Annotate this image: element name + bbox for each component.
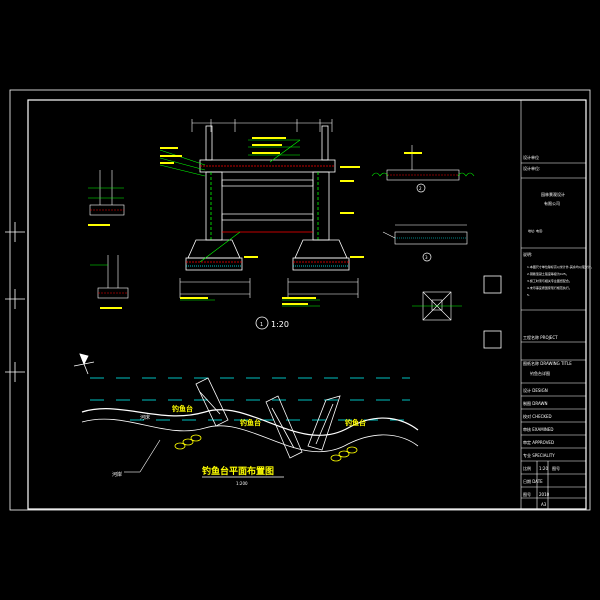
tb-row-1: 设计 DESIGN: [523, 387, 548, 393]
right-detail-plank-label: [404, 152, 422, 154]
shrub-cluster-right: [330, 446, 358, 462]
right-detail-beam: [382, 224, 468, 245]
river-label: 河床: [140, 414, 150, 421]
tb-row-2: 制图 DRAWN: [523, 400, 547, 406]
plan-scale: 1:200: [236, 481, 248, 486]
margin-crosshair-marks: [5, 222, 25, 382]
tb-notes-line-2: 2.钢筋混凝土强度等级为C25。: [527, 271, 569, 276]
left-detail-lower-label: [100, 307, 122, 309]
tb-header-2: 设计单位:: [523, 165, 540, 171]
right-detail-small-boxes: [483, 275, 502, 349]
shoreline-inner-curve: [81, 418, 419, 453]
tb-notes-line-3: 3.施工时须与相关专业图纸配合。: [527, 278, 572, 283]
fishing-platform-3: [307, 395, 341, 451]
north-arrow-icon: [73, 353, 95, 375]
sheet-frame: [9, 89, 591, 511]
section-scale-text: 1:20: [271, 320, 289, 329]
right-detail-column: [412, 291, 462, 321]
title-block-text: 设计单位 设计单位: 园林景观设计 有限公司 地址: 电话: 说明: 1.本图尺…: [523, 154, 594, 507]
plan-title: 钓鱼台平面布置图: [202, 465, 274, 477]
tb-row-9-value: A3: [541, 502, 547, 507]
fishing-platform-1: [195, 377, 229, 427]
tb-header-1: 设计单位: [523, 154, 539, 160]
section-marker-2-text: 2: [419, 186, 422, 191]
tb-drawing-title: 钓鱼台详图: [530, 370, 550, 376]
annotation-blocks-yellow: [160, 137, 364, 305]
tb-row-6: 专业 SPECIALITY: [523, 452, 555, 458]
fishing-platform-2: [265, 395, 303, 459]
tb-row-4: 审核 EXAMINED: [523, 426, 554, 432]
section-marker-1: 1 1:20: [255, 316, 289, 330]
tb-row-3: 校对 CHECKED: [523, 413, 552, 419]
shoreline-curve: [81, 408, 419, 436]
plan-view: 钓鱼台 钓鱼台 钓鱼台 河床 河岸 钓鱼台平面布置图 1:200: [73, 353, 419, 486]
platform-label-1: 钓鱼台: [171, 404, 193, 413]
section-marker-2: 2: [416, 183, 426, 193]
tb-notes-line-5: 5.: [527, 293, 530, 297]
tb-row-7-right: 图号: [552, 465, 560, 471]
platform-label-3: 钓鱼台: [344, 418, 366, 427]
tb-company-line-1: 园林景观设计: [541, 191, 565, 197]
tb-notes-line-4: 4.未尽事宜按国家现行规范执行。: [527, 285, 572, 290]
tb-row-5: 审定 APPROVED: [523, 439, 554, 445]
tb-notes-label: 说明:: [523, 251, 532, 257]
tb-row-7: 比例: [523, 465, 531, 471]
water-lines: [90, 377, 410, 421]
left-detail-lower: [90, 255, 129, 299]
tb-company-line-2: 有限公司: [544, 200, 560, 206]
tb-notes-line-1: 1.本图尺寸单位除标高以米计外,其余均以毫米计。: [527, 264, 594, 269]
main-section-drawing: 1 1:20: [159, 119, 364, 330]
tb-drawing-title-label: 图纸名称 DRAWING TITLE: [523, 360, 572, 366]
tb-row-7-value: 1:20: [539, 466, 548, 471]
tb-project-label: 工程名称 PROJECT: [523, 334, 558, 340]
section-marker-1-text: 1: [260, 322, 263, 328]
tb-row-8: 日期 DATE: [523, 478, 543, 484]
section-marker-3-text: 3: [425, 255, 428, 260]
shrub-cluster-left: [174, 434, 202, 450]
tb-contact-line: 地址: 电话:: [528, 228, 543, 233]
right-detail-plank: [371, 145, 475, 181]
left-detail-upper-label: [88, 224, 110, 226]
left-detail-upper: [88, 170, 125, 216]
shore-leader-d: [139, 439, 161, 473]
section-marker-3: 3: [422, 252, 432, 262]
tb-row-9: 图号: [523, 491, 531, 497]
shore-label: 河岸: [112, 471, 122, 478]
platform-label-2: 钓鱼台: [239, 418, 261, 427]
title-block: [520, 100, 586, 509]
tb-row-8-value: 2010: [539, 492, 550, 497]
